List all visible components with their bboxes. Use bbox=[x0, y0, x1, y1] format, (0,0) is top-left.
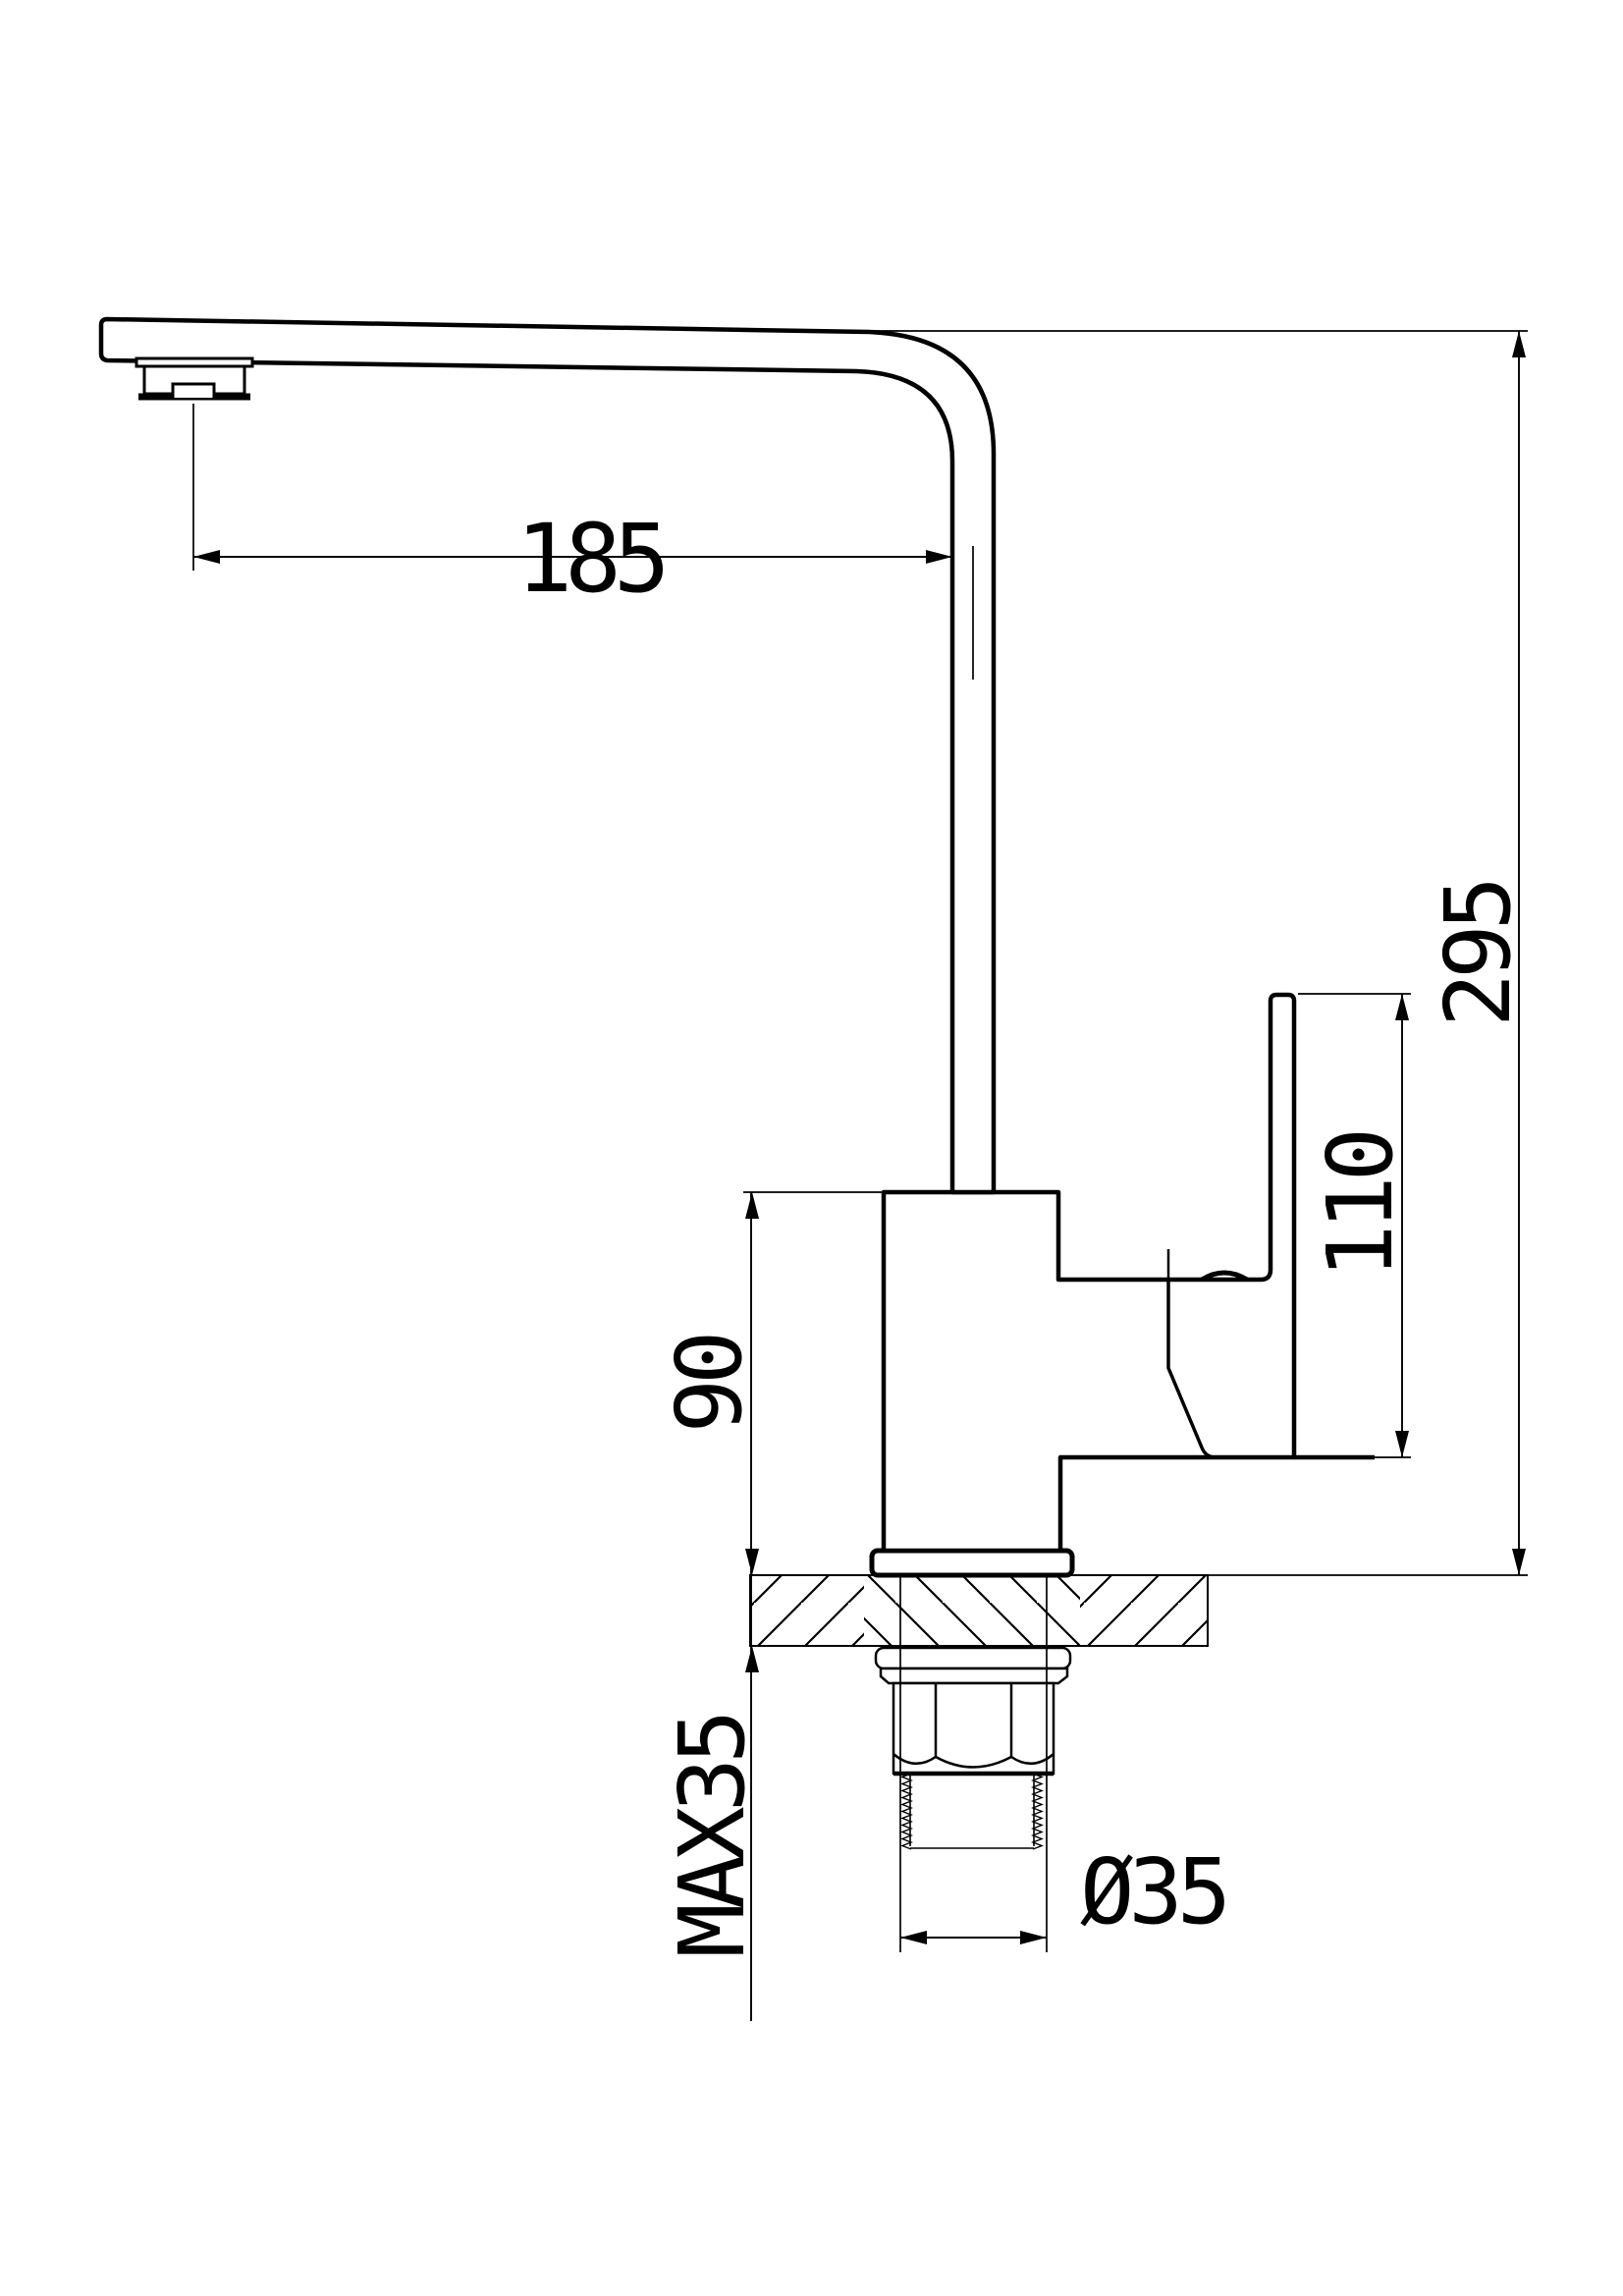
aerator-notch bbox=[171, 382, 216, 398]
extension-lines bbox=[192, 330, 1528, 1952]
thread-zigzag-left bbox=[900, 1773, 913, 1850]
body-height-dimension-label: 90 bbox=[657, 1336, 762, 1433]
handle-pivot-bump bbox=[1200, 1270, 1249, 1283]
spout-reach-dimension-label: 185 bbox=[515, 504, 664, 614]
aerator bbox=[135, 356, 254, 401]
shank-spacer bbox=[879, 1667, 1069, 1685]
overall-height-dimension-label: 295 bbox=[1426, 882, 1531, 1027]
base-flange bbox=[869, 1548, 1075, 1578]
countertop-section bbox=[749, 1574, 1209, 1647]
spout-tube bbox=[98, 316, 997, 1195]
nut-facet-arcs bbox=[893, 1753, 1055, 1769]
max-deck-thickness-label: MAX35 bbox=[660, 1716, 765, 1958]
shank-washer bbox=[874, 1646, 1072, 1670]
thread-zigzag-right bbox=[1031, 1773, 1044, 1850]
nut-facet-lines bbox=[934, 1683, 1013, 1758]
dimension-arrowheads bbox=[193, 331, 1526, 1944]
handle-boss bbox=[1166, 1249, 1375, 1460]
mounting-shank-assembly bbox=[874, 1646, 1072, 1850]
hole-diameter-dimension-label: Ø35 bbox=[1080, 1839, 1225, 1944]
handle-height-dimension-label: 110 bbox=[1308, 1132, 1413, 1279]
thread-root-lines bbox=[909, 1774, 1035, 1849]
faucet-body-and-handle bbox=[881, 992, 1297, 1554]
dimension-lines bbox=[193, 331, 1520, 2021]
mounting-nut bbox=[892, 1681, 1055, 1776]
